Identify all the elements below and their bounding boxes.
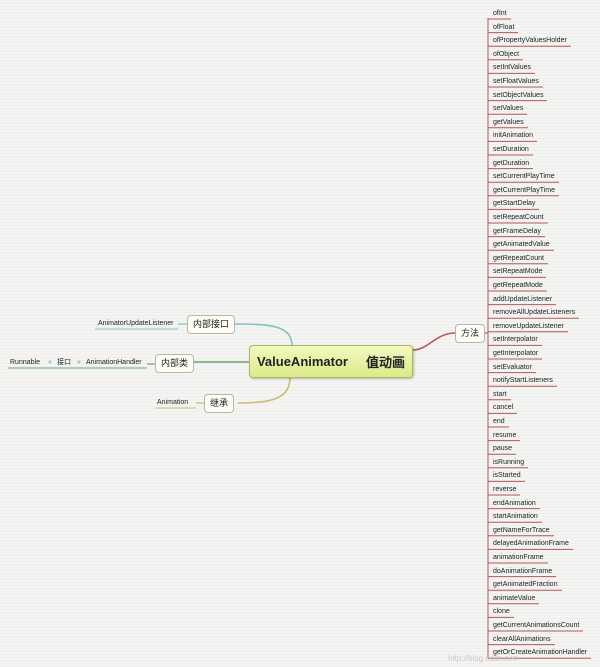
method-item[interactable]: setObjectValues xyxy=(493,91,544,99)
central-topic-name: ValueAnimator xyxy=(256,354,348,369)
connector-inherit xyxy=(237,377,291,404)
method-item[interactable]: getNameForTrace xyxy=(493,526,550,534)
method-item[interactable]: setRepeatMode xyxy=(493,268,543,276)
topic-inherit[interactable]: 继承 xyxy=(204,394,235,413)
method-item[interactable]: end xyxy=(493,418,505,425)
method-item[interactable]: ofObject xyxy=(493,50,520,58)
method-item[interactable]: setEvaluator xyxy=(493,363,532,371)
method-item[interactable]: cancel xyxy=(493,404,514,412)
method-item[interactable]: getRepeatMode xyxy=(493,282,543,289)
method-item[interactable]: getCurrentPlayTime xyxy=(493,186,555,194)
topic-methods[interactable]: 方法 xyxy=(455,324,486,343)
method-item[interactable]: removeUpdateListener xyxy=(493,322,564,330)
method-item[interactable]: setValues xyxy=(493,105,524,113)
method-item[interactable]: endAnimation xyxy=(493,499,536,507)
method-item[interactable]: startAnimation xyxy=(493,513,538,521)
method-item[interactable]: animateValue xyxy=(493,594,536,602)
leaf-separator-dot xyxy=(77,360,81,364)
central-topic-name-zh: 值动画 xyxy=(366,355,406,370)
method-item[interactable]: notifyStartListeners xyxy=(493,377,553,385)
method-item[interactable]: start xyxy=(493,390,507,398)
method-item[interactable]: getOrCreateAnimationHandler xyxy=(493,649,588,657)
connector-methods xyxy=(412,332,456,351)
method-item[interactable]: getFrameDelay xyxy=(493,227,541,235)
method-item[interactable]: setIntValues xyxy=(493,64,532,72)
method-item[interactable]: ofInt xyxy=(493,10,507,17)
leaf-runnable[interactable]: Runnable xyxy=(10,359,40,366)
method-item[interactable]: setInterpolator xyxy=(493,336,538,344)
leaf-interface-zh[interactable]: 接口 xyxy=(57,359,71,366)
topic-interface[interactable]: 内部接口 xyxy=(187,315,236,334)
method-item[interactable]: clearAllAnimations xyxy=(493,635,551,643)
method-item[interactable]: getInterpolator xyxy=(493,350,539,357)
method-item[interactable]: getDuration xyxy=(493,159,530,167)
method-item[interactable]: clone xyxy=(493,608,510,616)
method-item[interactable]: setFloatValues xyxy=(493,78,539,85)
leaf-animation[interactable]: Animation xyxy=(157,399,189,406)
method-item[interactable]: setCurrentPlayTime xyxy=(493,173,555,181)
topic-inner-class[interactable]: 内部类 xyxy=(155,354,195,373)
method-item[interactable]: initAnimation xyxy=(493,132,534,140)
method-item[interactable]: getAnimatedValue xyxy=(493,241,550,249)
method-item[interactable]: getCurrentAnimationsCount xyxy=(493,622,580,629)
method-item[interactable]: setRepeatCount xyxy=(493,214,544,221)
method-item[interactable]: getAnimatedFraction xyxy=(493,581,558,589)
method-item[interactable]: ofFloat xyxy=(493,23,515,31)
central-topic[interactable]: ValueAnimator 值动画 xyxy=(249,345,413,378)
method-item[interactable]: animationFrame xyxy=(493,554,544,561)
method-item[interactable]: ofPropertyValuesHolder xyxy=(493,37,567,45)
method-item[interactable]: resume xyxy=(493,431,517,439)
leaf-animator-update-listener[interactable]: AnimatorUpdateListener xyxy=(98,320,174,327)
method-item[interactable]: isRunning xyxy=(493,458,525,466)
method-item[interactable]: getRepeatCount xyxy=(493,254,544,262)
leaf-separator-dot xyxy=(48,360,52,364)
method-item[interactable]: getValues xyxy=(493,118,524,126)
method-item[interactable]: reverse xyxy=(493,486,517,493)
method-item[interactable]: isStarted xyxy=(493,472,521,480)
method-item[interactable]: getStartDelay xyxy=(493,200,536,208)
method-item[interactable]: removeAllUpdateListeners xyxy=(493,309,576,317)
method-item[interactable]: delayedAnimationFrame xyxy=(493,540,569,548)
leaf-animation-handler[interactable]: AnimationHandler xyxy=(86,359,142,366)
method-item[interactable]: doAnimationFrame xyxy=(493,567,553,575)
method-item[interactable]: setDuration xyxy=(493,146,529,153)
watermark: http://blog.csdn.net/ xyxy=(448,654,518,663)
method-item[interactable]: addUpdateListener xyxy=(493,295,553,303)
method-item[interactable]: pause xyxy=(493,445,513,453)
connector-interface xyxy=(231,323,293,347)
